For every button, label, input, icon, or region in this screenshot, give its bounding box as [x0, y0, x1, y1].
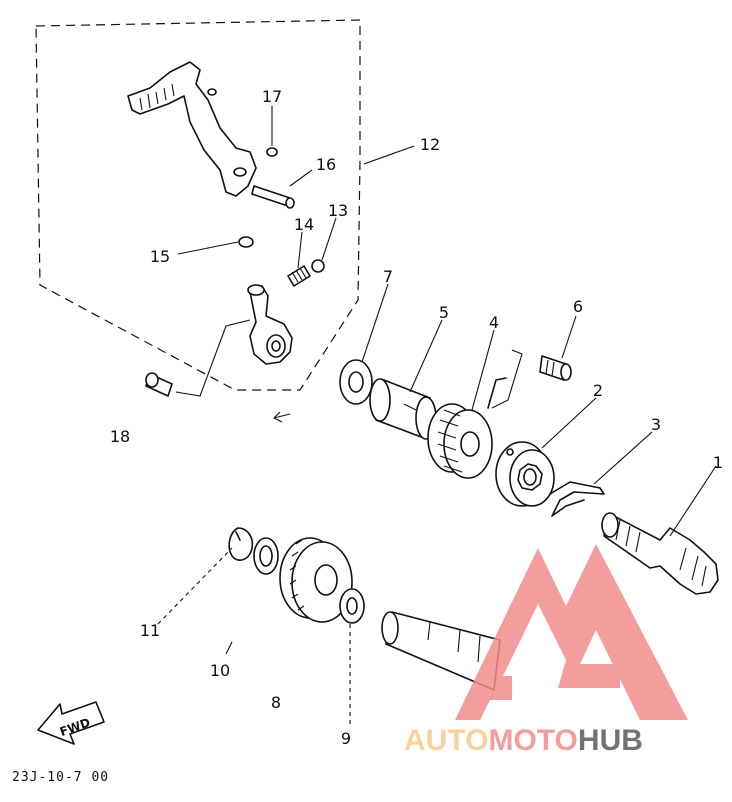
leader-14	[297, 231, 303, 269]
label-1: 1	[713, 453, 723, 472]
label-13: 13	[328, 201, 348, 220]
part-8-idle-gear	[279, 537, 353, 623]
label-11: 11	[140, 621, 160, 640]
leader-12	[363, 145, 415, 165]
label-5: 5	[439, 303, 449, 322]
label-14: 14	[294, 215, 314, 234]
leader-16	[289, 169, 313, 187]
label-9: 9	[341, 729, 351, 748]
drawing-code: 23J-10-7 00	[12, 770, 109, 785]
part-4-kick-gear	[427, 349, 523, 479]
part-9-washer	[339, 588, 365, 624]
part-18-bolt	[145, 372, 173, 397]
label-16: 16	[316, 155, 336, 174]
label-6: 6	[573, 297, 583, 316]
assembly-outline-12	[35, 19, 361, 391]
leader-11	[157, 547, 233, 625]
arrow-mark	[273, 411, 291, 423]
part-11-circlip	[228, 527, 254, 561]
leader-7	[361, 283, 389, 363]
part-14-spring	[287, 265, 311, 287]
part-16-bolt	[251, 185, 295, 209]
part-10-washer	[253, 537, 279, 575]
label-4: 4	[489, 313, 499, 332]
watermark-text: AUTOMOTOHUB	[404, 724, 643, 757]
label-18: 18	[110, 427, 130, 446]
lower-shaft	[381, 611, 501, 691]
leader-2	[541, 397, 597, 449]
watermark-auto: AUTO	[404, 724, 488, 757]
part-6-spacer	[539, 355, 572, 381]
leader-5	[409, 319, 443, 393]
label-17: 17	[262, 87, 282, 106]
part-5-collar	[369, 378, 437, 440]
label-10: 10	[210, 661, 230, 680]
leader-15	[177, 241, 239, 255]
label-15: 15	[150, 247, 170, 266]
leader-3	[593, 431, 653, 485]
part-17-clip	[266, 147, 278, 157]
label-2: 2	[593, 381, 603, 400]
fwd-label: FWD	[58, 715, 92, 739]
watermark-moto: MOTO	[488, 724, 577, 757]
watermark-hub: HUB	[578, 724, 643, 757]
kick-pedal-arm	[127, 61, 257, 197]
label-7: 7	[383, 267, 393, 286]
part-7-washer	[339, 359, 373, 405]
leader-10	[225, 641, 233, 655]
part-2-ratchet	[495, 441, 555, 507]
watermark-logo: AUTOMOTOHUB	[404, 544, 688, 757]
label-12: 12	[420, 135, 440, 154]
leader-6	[561, 315, 577, 359]
leader-1	[669, 465, 717, 537]
part-15-ball	[238, 236, 254, 248]
kick-boss	[247, 284, 293, 365]
logo-triangle-icon	[455, 544, 688, 720]
label-8: 8	[271, 693, 281, 712]
fwd-arrow: FWD	[37, 701, 105, 745]
leader-4	[471, 329, 495, 411]
part-13-ball	[311, 259, 325, 273]
label-3: 3	[651, 415, 661, 434]
part-1-kick-axle	[601, 512, 719, 595]
leader-13	[321, 217, 337, 261]
part-3-clip	[549, 481, 605, 517]
